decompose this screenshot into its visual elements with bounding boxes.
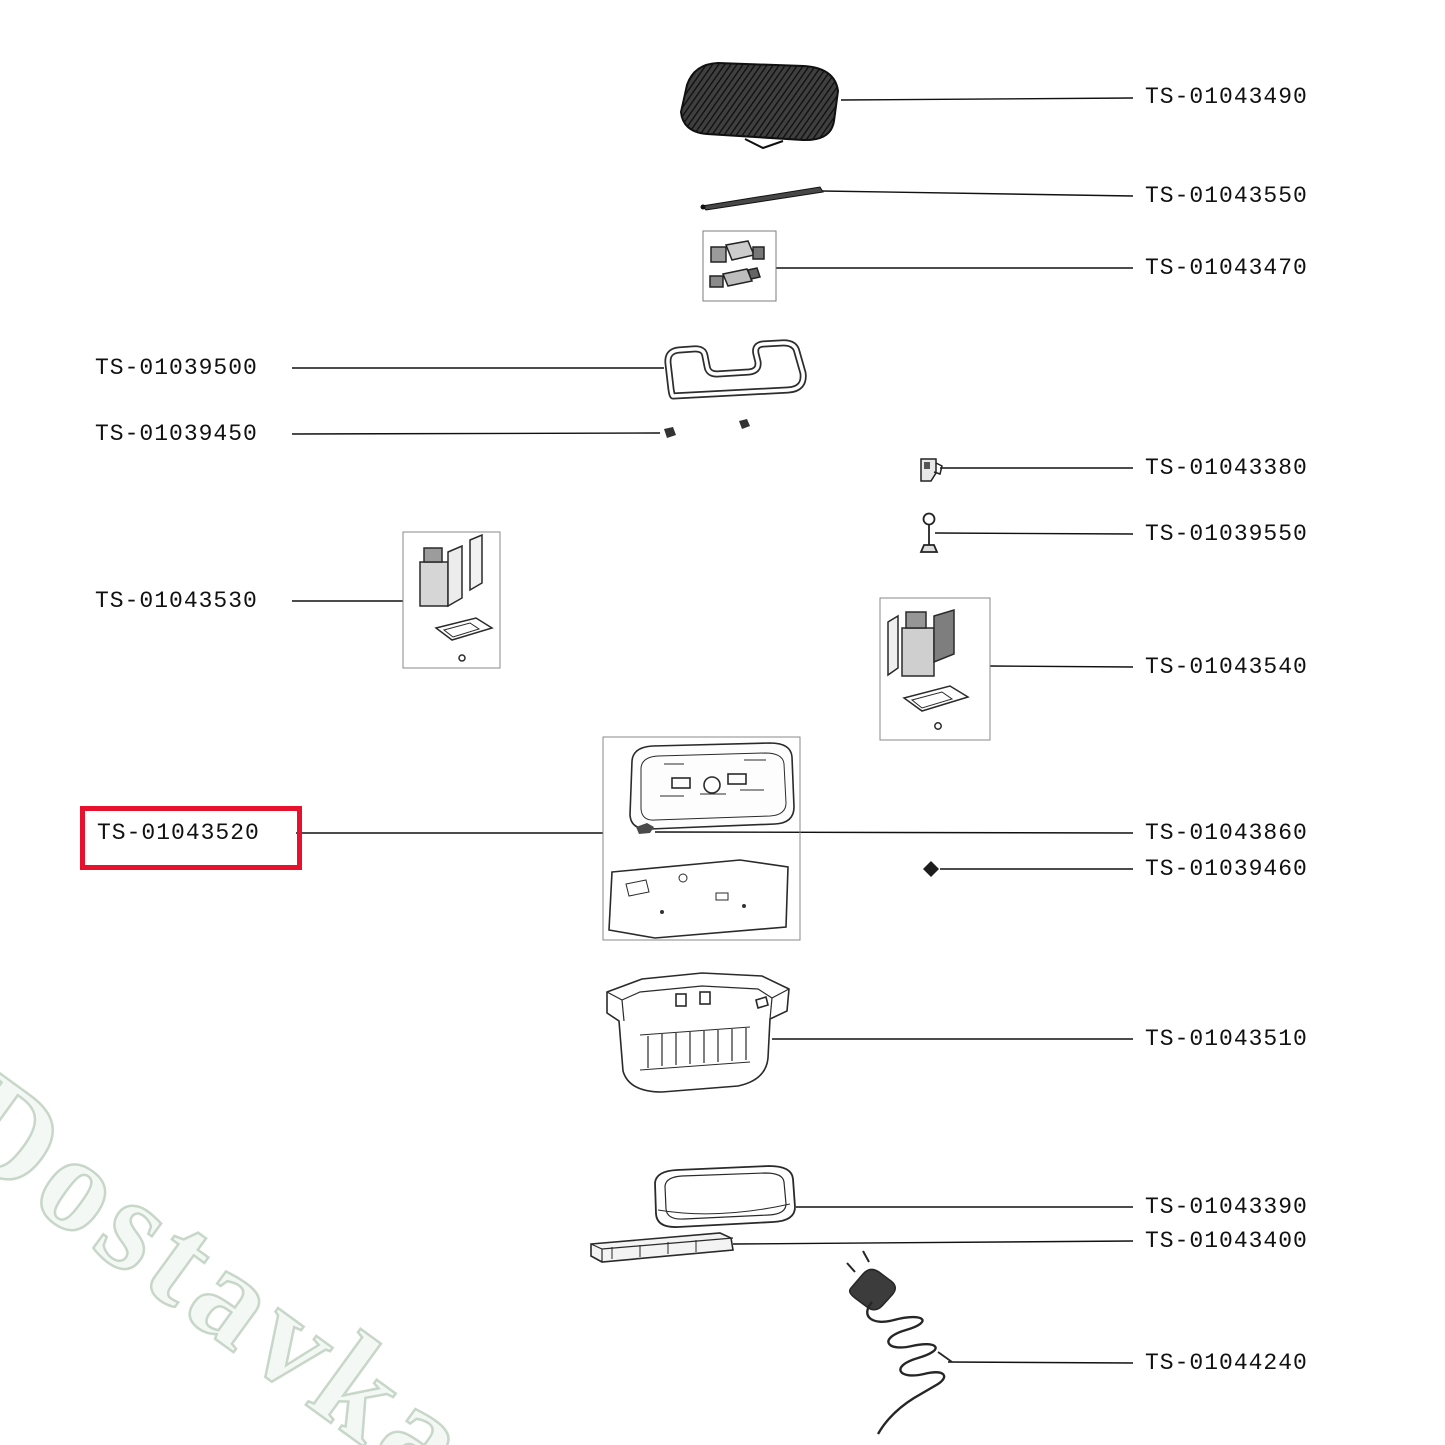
- part-rod: [700, 186, 824, 211]
- label-ts-01043540: TS-01043540: [1145, 654, 1308, 680]
- label-ts-01043380: TS-01043380: [1145, 455, 1308, 481]
- label-ts-01039450: TS-01039450: [95, 421, 258, 447]
- part-thermostat-right: [879, 597, 991, 741]
- part-power-cord: [846, 1250, 953, 1435]
- part-pin: [919, 512, 939, 553]
- part-screw-diamond: [923, 861, 939, 877]
- part-small-clip: [636, 823, 654, 834]
- part-plate-assembly: [602, 736, 801, 941]
- label-ts-01043860: TS-01043860: [1145, 820, 1308, 846]
- part-bracket: [920, 458, 943, 482]
- label-ts-01039500: TS-01039500: [95, 355, 258, 381]
- part-thermostat-left: [402, 531, 501, 669]
- label-ts-01043470: TS-01043470: [1145, 255, 1308, 281]
- label-ts-01039460: TS-01039460: [1145, 856, 1308, 882]
- part-heating-element: [664, 339, 807, 400]
- label-ts-01043490: TS-01043490: [1145, 84, 1308, 110]
- part-drip-tray: [654, 1165, 796, 1228]
- part-front-bar: [590, 1232, 734, 1263]
- part-base-body: [606, 972, 790, 1093]
- leader-lines: [291, 97, 1134, 1364]
- label-ts-01043550: TS-01043550: [1145, 183, 1308, 209]
- label-ts-01043390: TS-01043390: [1145, 1194, 1308, 1220]
- label-ts-01044240: TS-01044240: [1145, 1350, 1308, 1376]
- part-clips: [664, 419, 750, 438]
- label-ts-01039550: TS-01039550: [1145, 521, 1308, 547]
- label-ts-01043520: TS-01043520: [97, 820, 260, 846]
- label-ts-01043510: TS-01043510: [1145, 1026, 1308, 1052]
- part-switch-connector: [702, 230, 777, 302]
- label-ts-01043400: TS-01043400: [1145, 1228, 1308, 1254]
- label-ts-01043530: TS-01043530: [95, 588, 258, 614]
- highlight-box: [80, 806, 302, 870]
- part-top-plate: [679, 61, 840, 150]
